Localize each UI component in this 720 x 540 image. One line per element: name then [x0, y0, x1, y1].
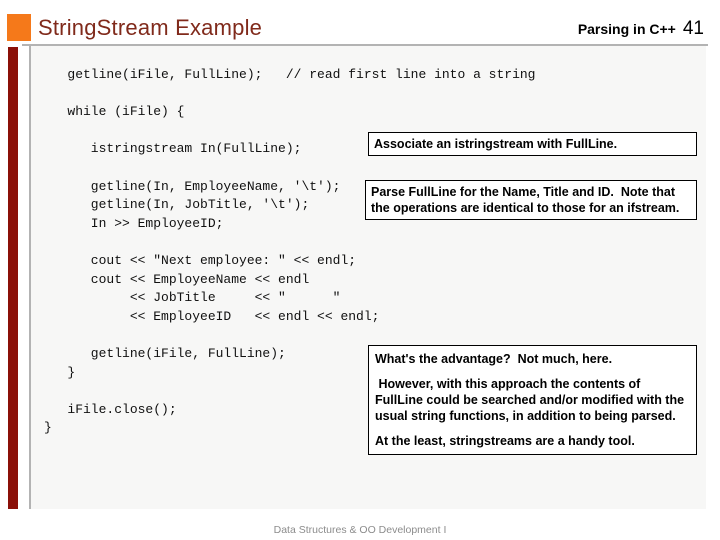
- slide-title: StringStream Example: [38, 15, 263, 40]
- left-accent-bar: [8, 47, 18, 509]
- header-right: Parsing in C++ 41: [578, 18, 704, 40]
- callout-paragraph: What's the advantage? Not much, here.: [375, 352, 613, 366]
- slide-accent-square: [7, 14, 31, 41]
- code-block: getline(iFile, FullLine); // read first …: [44, 67, 536, 436]
- callout-text: Parse FullLine for the Name, Title and I…: [371, 185, 680, 215]
- header-divider: [22, 44, 708, 46]
- callout-text: Associate an istringstream with FullLine…: [374, 137, 618, 151]
- callout-istringstream: Associate an istringstream with FullLine…: [368, 132, 697, 156]
- callout-parse-fullline: Parse FullLine for the Name, Title and I…: [365, 180, 697, 220]
- callout-paragraph: However, with this approach the contents…: [375, 377, 688, 423]
- header-context-label: Parsing in C++: [577, 21, 676, 37]
- callout-advantage: What's the advantage? Not much, here. Ho…: [368, 345, 697, 455]
- page-number: 41: [682, 18, 704, 39]
- callout-paragraph: At the least, stringstreams are a handy …: [375, 434, 635, 448]
- slide-footer: Data Structures & OO Development I: [273, 524, 447, 536]
